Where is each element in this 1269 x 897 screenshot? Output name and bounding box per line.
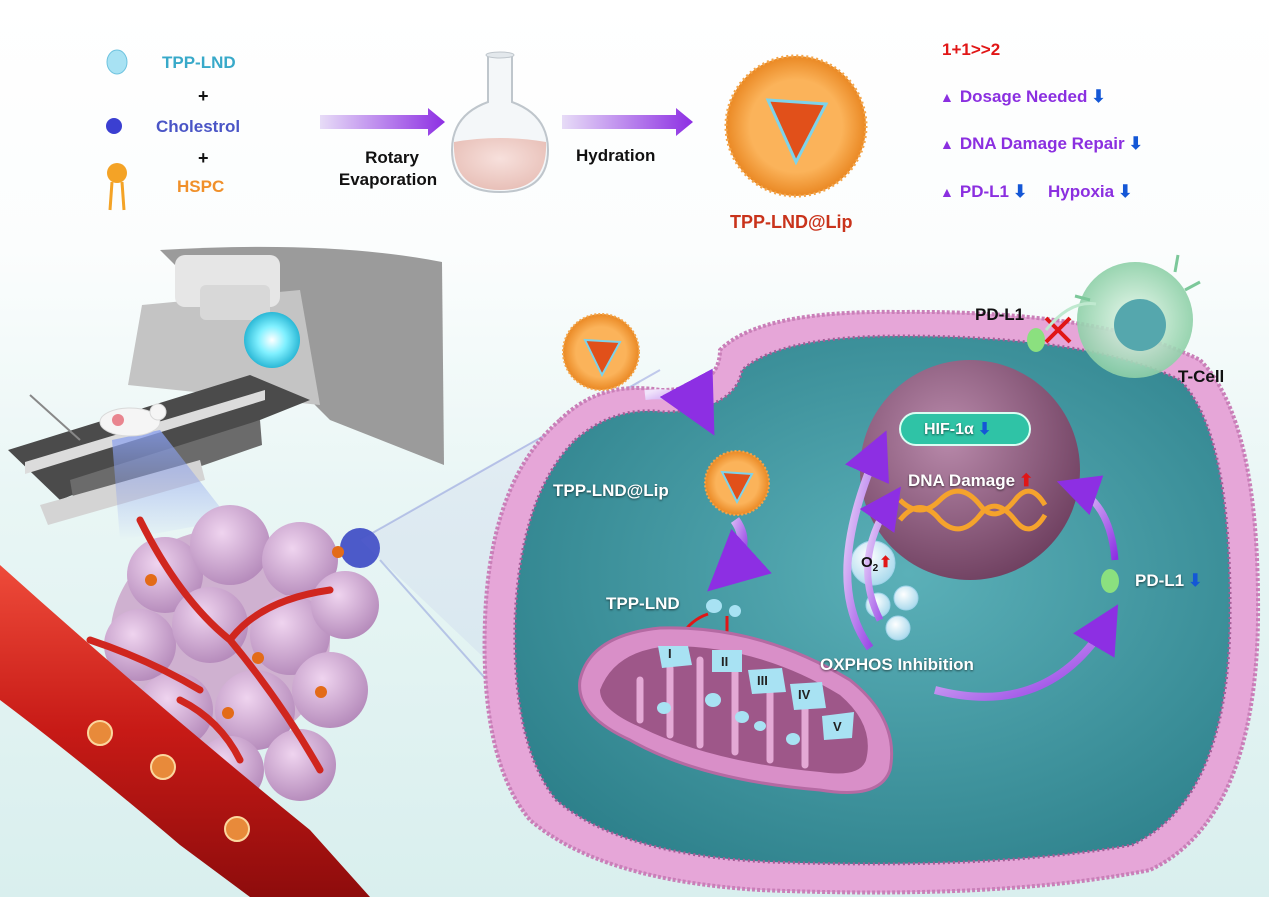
hif-pill — [899, 412, 1031, 446]
plus-sign-2: + — [198, 148, 209, 168]
complex-I-label: I — [668, 646, 672, 661]
benefit-pdl1-text: PD-L1 — [959, 182, 1009, 201]
pd-l1-inside-icon — [1101, 569, 1119, 593]
benefit-dna-repair-text: DNA Damage Repair — [959, 134, 1125, 153]
down-arrow-icon: ⬇ — [1188, 571, 1203, 590]
hydration-label: Hydration — [576, 146, 656, 165]
o2-label: O2⬆ — [861, 553, 892, 579]
up-arrow-icon: ⬆ — [879, 554, 892, 571]
pdl1-right-label: PD-L1⬇ — [1135, 571, 1202, 591]
radiotherapy-machine — [8, 246, 444, 540]
liposome-entering-icon — [562, 313, 640, 391]
benefit-hypoxia-text: Hypoxia — [1047, 182, 1115, 201]
mitochondrion — [578, 626, 894, 794]
tumor-cluster — [86, 505, 380, 804]
tpp-lnd-inside-label: TPP-LND — [606, 594, 680, 613]
cholestrol-icon — [106, 118, 122, 134]
dna-damage-label: DNA Damage⬆ — [908, 471, 1033, 491]
oxphos-label: OXPHOS Inhibition — [820, 655, 974, 674]
dna-damage-text: DNA Damage — [908, 471, 1016, 490]
cholestrol-label: Cholestrol — [156, 117, 241, 136]
oxygen-bubbles — [850, 540, 919, 641]
t-cell-icon — [1074, 254, 1201, 378]
round-flask-icon — [450, 51, 550, 194]
rotary-line2: Evaporation — [338, 170, 438, 189]
product-label: TPP-LND@Lip — [730, 212, 853, 232]
complex-II-label: II — [721, 654, 729, 669]
benefit-pdl1: ▲PD-L1⬇ Hypoxia⬇ — [940, 182, 1132, 202]
benefit-dna-repair: ▲ DNA Damage Repair⬇ — [940, 134, 1143, 154]
synergy-label: 1+1>>2 — [942, 40, 1001, 59]
lip-inside-label: TPP-LND@Lip — [553, 481, 669, 500]
triangle-icon: ▲ — [940, 89, 954, 105]
complex-IV-label: IV — [798, 687, 811, 702]
mouse-icon — [99, 403, 167, 437]
pdl1-top-label: PD-L1 — [975, 305, 1025, 324]
down-arrow-icon: ⬇ — [1128, 134, 1143, 153]
process-arrow-2 — [562, 108, 693, 136]
pdl1-right-text: PD-L1 — [1135, 571, 1185, 590]
nucleus — [860, 360, 1080, 580]
benefit-dosage-text: Dosage Needed — [959, 87, 1088, 106]
process-arrow-1 — [320, 108, 445, 136]
pd-l1-receptor-icon — [1027, 328, 1045, 352]
pdl1-dna-arrow — [1056, 475, 1119, 561]
down-arrow-icon: ⬇ — [1091, 87, 1106, 106]
benefit-dosage: ▲ Dosage Needed⬇ — [940, 87, 1106, 107]
hif-text: HIF-1α — [924, 421, 974, 438]
liposome-inside-icon — [704, 450, 770, 516]
triangle-icon: ▲ — [940, 184, 954, 200]
uptake-arrow — [644, 368, 715, 436]
liposome-product-icon — [724, 54, 868, 198]
rotary-line1: Rotary — [365, 148, 419, 167]
tpp-lnd-icon — [106, 49, 128, 75]
blocked-x-icon — [1044, 316, 1072, 344]
down-arrow-icon: ⬇ — [977, 421, 992, 438]
oxphos-dna-arrow — [859, 486, 901, 622]
hspc-label: HSPC — [177, 177, 225, 196]
rotary-evaporation-label: Rotary Evaporation — [337, 147, 447, 191]
down-arrow-icon: ⬇ — [1012, 182, 1028, 201]
triangle-icon: ▲ — [940, 136, 954, 152]
t-cell-label: T-Cell — [1178, 367, 1225, 386]
down-arrow-icon: ⬇ — [1118, 182, 1133, 201]
o2-text: O — [861, 554, 873, 571]
release-arrow — [707, 517, 772, 592]
oxphos-pdl1-arrow — [933, 604, 1119, 701]
plus-sign-1: + — [198, 86, 209, 106]
blood-vessel — [0, 565, 370, 897]
hif-label: HIF-1α⬇ — [924, 420, 991, 440]
up-arrow-icon: ⬆ — [1019, 471, 1034, 490]
complex-III-label: III — [757, 673, 768, 688]
o2-subscript: 2 — [872, 563, 879, 574]
hspc-icon — [107, 163, 127, 211]
oxphos-hif-arrow — [843, 430, 889, 651]
tpp-lnd-label: TPP-LND — [162, 53, 236, 72]
syringe-icon — [29, 394, 81, 441]
complex-V-label: V — [833, 719, 842, 734]
